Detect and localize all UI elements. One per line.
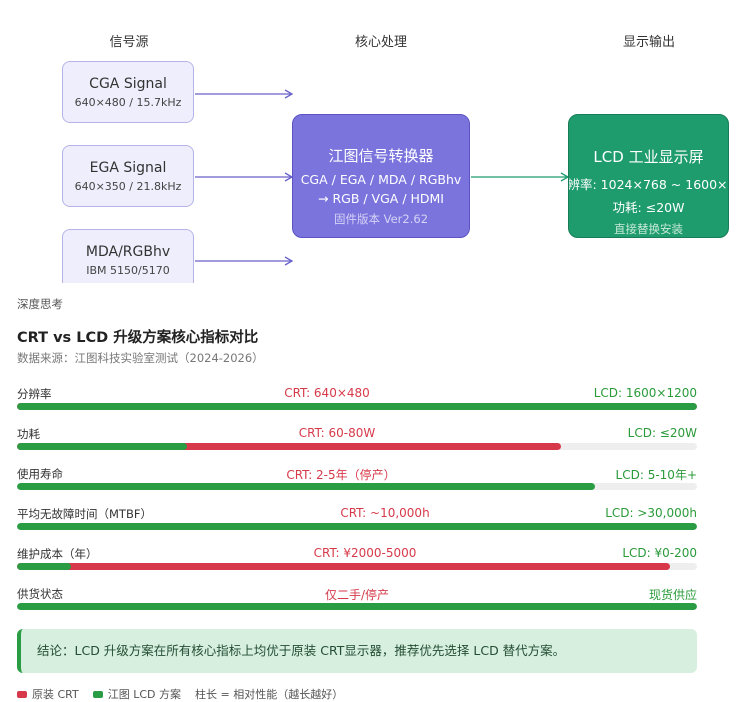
- converter-firmware: 固件版本 Ver2.62: [333, 212, 429, 226]
- display-title: LCD 工业显示屏: [593, 148, 704, 166]
- lcd-bar: [17, 403, 697, 410]
- column-header-sources: 信号源: [109, 35, 149, 50]
- connector-layer: [195, 89, 570, 266]
- metric-label: 功耗: [17, 427, 40, 441]
- crt-bar: [17, 563, 670, 570]
- metric-label: 供货状态: [17, 587, 63, 601]
- lcd-bar: [17, 523, 697, 530]
- metric-lcd-value: LCD: ≤20W: [627, 426, 697, 440]
- lcd-bar: [17, 603, 697, 610]
- column-header-processing: 核心处理: [354, 35, 407, 50]
- metric-crt-value: CRT: 2-5年（停产）: [286, 468, 396, 482]
- legend-note: 柱长 = 相对性能（越长越好）: [195, 688, 344, 701]
- display-resolution: 分辨率: 1024×768 ~ 1600×1200: [568, 177, 728, 192]
- source-title: EGA Signal: [89, 160, 167, 176]
- source-subtitle: IBM 5150/5170: [86, 264, 170, 277]
- metric-lcd-value: LCD: >30,000h: [605, 506, 697, 520]
- converter-outputs: → RGB / VGA / HDMI: [318, 191, 444, 206]
- legend-item-lcd: 江图 LCD 方案: [92, 686, 182, 702]
- lcd-bar: [17, 483, 595, 490]
- conclusion-callout: 结论：LCD 升级方案在所有核心指标上均优于原装 CRT显示器，推荐优先选择 L…: [17, 629, 697, 673]
- metric-row: 分辨率 CRT: 640×480 LCD: 1600×1200: [17, 386, 697, 422]
- metric-track: [17, 523, 697, 530]
- metric-row: 维护成本（年） CRT: ¥2000-5000 LCD: ¥0-200: [17, 546, 697, 582]
- metric-row: 功耗 CRT: 60-80W LCD: ≤20W: [17, 426, 697, 462]
- metric-row: 供货状态 仅二手/停产 现货供应: [17, 586, 697, 622]
- metric-crt-value: CRT: 60-80W: [298, 426, 376, 440]
- metric-crt-value: CRT: ¥2000-5000: [313, 546, 417, 560]
- converter-box: 江图信号转换器 CGA / EGA / MDA / RGBhv → RGB / …: [292, 114, 470, 238]
- metric-track: [17, 563, 697, 570]
- metric-track: [17, 403, 697, 410]
- legend-swatch-lcd: [92, 690, 103, 698]
- metric-track: [17, 443, 697, 450]
- source-subtitle: 640×480 / 15.7kHz: [74, 96, 182, 109]
- metric-lcd-value: 现货供应: [648, 588, 697, 602]
- legend-label-crt: 原装 CRT: [32, 688, 79, 701]
- converter-inputs: CGA / EGA / MDA / RGBhv: [300, 172, 462, 187]
- metric-row: 平均无故障时间（MTBF） CRT: ~10,000h LCD: >30,000…: [17, 506, 697, 542]
- metric-lcd-value: LCD: ¥0-200: [622, 546, 697, 560]
- deep-thinking-label[interactable]: 深度思考: [17, 297, 63, 311]
- metric-label: 维护成本（年）: [17, 547, 98, 561]
- legend-label-lcd: 江图 LCD 方案: [107, 688, 182, 701]
- metric-track: [17, 483, 697, 490]
- source-title: MDA/RGBhv: [85, 244, 171, 260]
- converter-title: 江图信号转换器: [328, 147, 434, 165]
- source-title: CGA Signal: [89, 76, 167, 92]
- legend: 原装 CRT 江图 LCD 方案 柱长 = 相对性能（越长越好）: [17, 686, 343, 702]
- display-box: LCD 工业显示屏 分辨率: 1024×768 ~ 1600×1200 功耗: …: [568, 114, 729, 238]
- source-subtitle: 640×350 / 21.8kHz: [74, 180, 182, 193]
- metric-label: 使用寿命: [17, 467, 63, 481]
- metric-track: [17, 603, 697, 610]
- lcd-bar: [17, 563, 72, 570]
- lcd-bar: [17, 443, 187, 450]
- metric-lcd-value: LCD: 1600×1200: [593, 386, 697, 400]
- source-box-cga: CGA Signal 640×480 / 15.7kHz: [62, 61, 194, 123]
- metric-crt-value: 仅二手/停产: [324, 588, 390, 602]
- metric-label: 分辨率: [17, 387, 52, 401]
- comparison-title: CRT vs LCD 升级方案核心指标对比: [17, 330, 259, 346]
- metric-crt-value: CRT: 640×480: [284, 386, 370, 400]
- metric-crt-value: CRT: ~10,000h: [340, 506, 430, 520]
- column-header-output: 显示输出: [622, 35, 675, 50]
- data-source-note: 数据来源：江图科技实验室测试（2024-2026）: [17, 351, 264, 365]
- metric-row: 使用寿命 CRT: 2-5年（停产） LCD: 5-10年+: [17, 466, 697, 502]
- display-power: 功耗: ≤20W: [612, 200, 685, 215]
- display-note: 直接替换安装: [614, 222, 683, 236]
- crt-bar: [17, 443, 561, 450]
- source-box-mda: MDA/RGBhv IBM 5150/5170: [62, 229, 194, 283]
- legend-item-crt: 原装 CRT: [17, 686, 79, 702]
- legend-swatch-crt: [17, 690, 27, 698]
- source-box-ega: EGA Signal 640×350 / 21.8kHz: [62, 145, 194, 207]
- metric-lcd-value: LCD: 5-10年+: [615, 468, 697, 482]
- signal-flow-diagram: 信号源 核心处理 显示输出 CGA Signal 640×480 / 15.7k…: [0, 0, 753, 283]
- metric-label: 平均无故障时间（MTBF）: [17, 507, 152, 521]
